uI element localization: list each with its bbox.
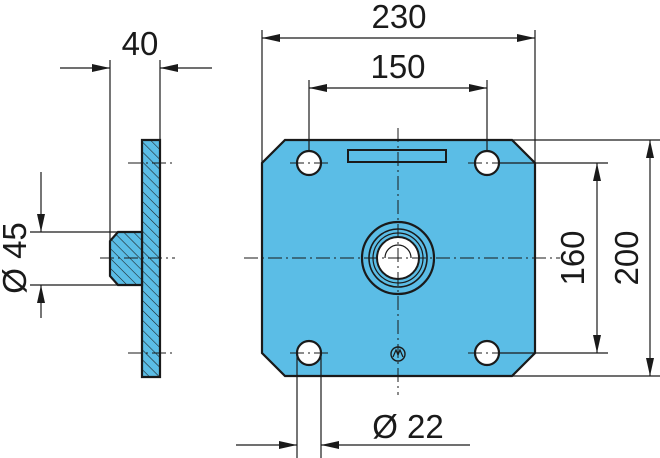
hub-diameter-label: Ø 45: [0, 222, 33, 294]
overall-height-label: 200: [608, 230, 645, 285]
label-slot: [347, 149, 447, 163]
hole-spacing-x-label: 150: [370, 48, 425, 85]
hole-diameter-label: Ø 22: [372, 408, 444, 445]
side-section-view: 40 Ø 45: [0, 25, 212, 379]
overall-width-label: 230: [371, 0, 426, 35]
thickness-label: 40: [122, 25, 159, 62]
front-view: 230 150 160 200 Ø 22: [236, 0, 660, 458]
hole-spacing-y-label: 160: [554, 230, 591, 285]
